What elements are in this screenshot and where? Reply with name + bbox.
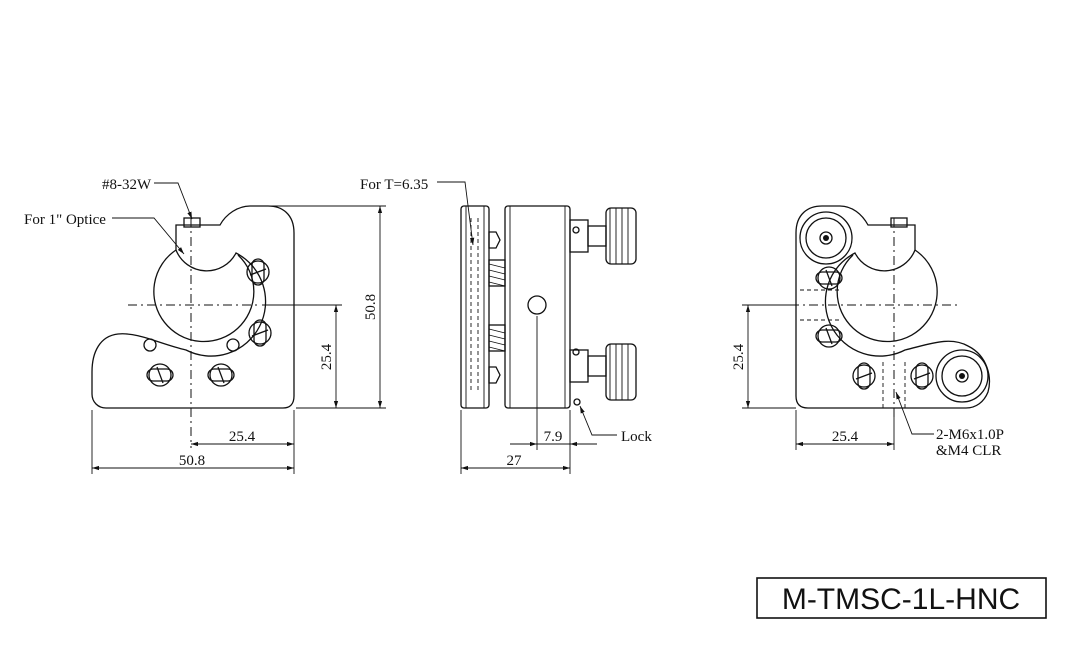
back-screw-tab	[890, 217, 908, 228]
front-dim-height-label: 50.8	[363, 294, 379, 320]
front-thread-leader	[154, 182, 193, 220]
back-mount-callout-line2: &M4 CLR	[936, 443, 1001, 459]
back-slot-screw-1	[815, 266, 843, 290]
back-dim-center-height-label: 25.4	[731, 343, 747, 370]
back-slot-screw-4	[910, 362, 934, 390]
front-thread-callout: #8-32W	[102, 177, 152, 193]
front-dim-center-width-label: 25.4	[229, 429, 256, 445]
back-body-outline	[795, 205, 991, 409]
side-pivot-top	[488, 231, 501, 249]
front-dim-center-height-label: 25.4	[319, 343, 335, 370]
side-back-plate	[504, 205, 571, 409]
front-slot-screw-3	[146, 363, 174, 387]
side-lock-leader	[579, 405, 617, 436]
front-slot-screw-4	[207, 363, 235, 387]
front-slot-screw-1	[246, 258, 270, 286]
side-lock-screw	[573, 398, 581, 406]
side-pivot-bottom	[488, 366, 501, 384]
front-bore	[153, 249, 255, 343]
side-lock-callout: Lock	[621, 429, 652, 445]
side-front-plate	[460, 205, 490, 409]
side-adjuster-knob-top	[569, 207, 637, 265]
side-dim-depth-label: 27	[507, 453, 523, 469]
model-number: M-TMSC-1L-HNC	[782, 583, 1020, 616]
back-slot-screw-3	[852, 362, 876, 390]
front-hole-right	[226, 338, 240, 352]
back-mount-callout-line1: 2-M6x1.0P	[936, 427, 1004, 443]
back-knob-top	[799, 211, 853, 265]
back-slot-screw-2	[815, 324, 843, 348]
back-knob-bottom	[935, 349, 989, 403]
side-spring-bottom	[488, 324, 506, 352]
back-dim-center-width-label: 25.4	[832, 429, 859, 445]
side-adjuster-knob-bottom	[569, 343, 637, 401]
front-body-outline	[91, 205, 295, 409]
side-view: For T=6.35 Lock 7.9 27	[360, 177, 652, 474]
side-center-hole	[527, 295, 547, 315]
back-mount-leader	[895, 391, 934, 435]
front-optic-leader	[112, 217, 185, 255]
side-dim-lock-label: 7.9	[544, 429, 563, 445]
back-view: 25.4 25.4 2-M6x1.0P &M4 CLR	[731, 205, 1004, 459]
front-dim-width-label: 50.8	[179, 453, 205, 469]
side-thickness-callout: For T=6.35	[360, 177, 428, 193]
front-hole-left	[143, 338, 157, 352]
side-thickness-leader	[437, 181, 475, 246]
front-slot-screw-2	[248, 319, 272, 347]
back-bore	[836, 249, 938, 343]
front-view: #8-32W For 1" Optice 50.8 25.4 25.4 50.8	[24, 177, 386, 474]
side-spring-top	[488, 259, 506, 287]
front-optic-callout: For 1" Optice	[24, 212, 106, 228]
model-label-box: M-TMSC-1L-HNC	[756, 577, 1047, 619]
